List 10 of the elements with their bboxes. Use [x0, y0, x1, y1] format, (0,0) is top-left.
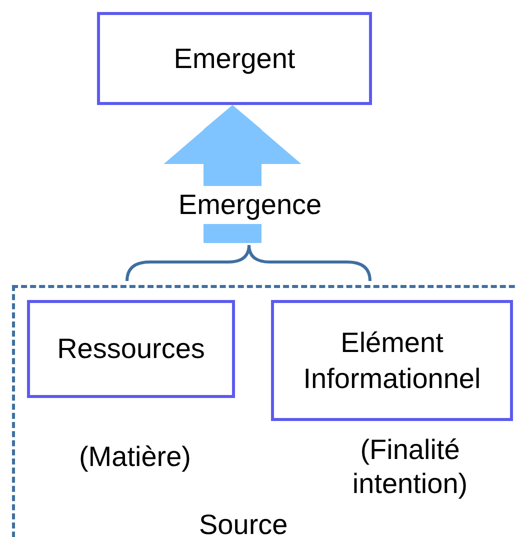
- box-label: Emergent: [172, 42, 296, 76]
- box-label: Ressources: [56, 332, 206, 366]
- concept-box: [27, 300, 235, 398]
- concept-box: [271, 300, 513, 421]
- box-label: Elément Informationnel: [302, 326, 482, 396]
- block-arrow: [162, 105, 302, 243]
- region-label: Source: [199, 508, 288, 537]
- annotation-text: (Finalité intention): [351, 433, 469, 501]
- concept-box: [97, 12, 372, 105]
- annotation-text: (Matière): [78, 440, 192, 474]
